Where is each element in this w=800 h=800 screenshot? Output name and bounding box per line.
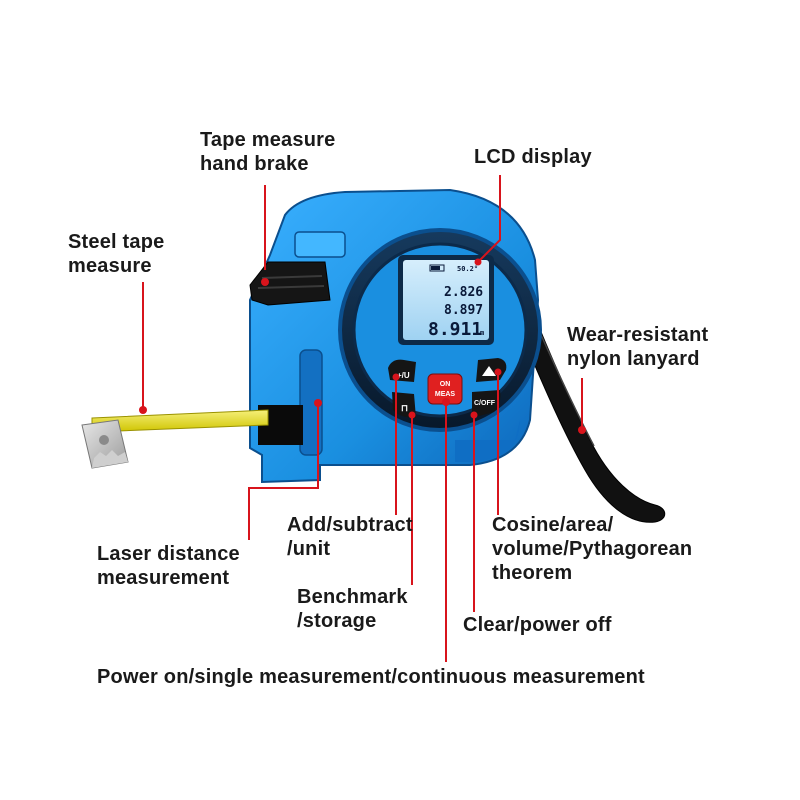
lcd-line-1: 2.826 bbox=[444, 285, 483, 300]
label-add-subtract: Add/subtract /unit bbox=[287, 514, 413, 560]
label-laser: Laser distance measurement bbox=[97, 543, 240, 589]
clear-off-button[interactable] bbox=[472, 390, 501, 418]
label-cosine: Cosine/area/ volume/Pythagorean theorem bbox=[492, 514, 693, 584]
leader-laser bbox=[248, 403, 319, 540]
leader-lines bbox=[142, 175, 583, 662]
on-meas-label-top: ON bbox=[440, 381, 451, 388]
steel-tape bbox=[81, 409, 269, 469]
triangle-icon bbox=[482, 366, 496, 376]
clear-off-button-label: C/OFF bbox=[474, 400, 496, 407]
benchmark-icon: ⊓ bbox=[401, 403, 408, 413]
label-lanyard: Wear-resistant nylon lanyard bbox=[567, 324, 709, 370]
lcd-line-3: 8.911 bbox=[428, 319, 482, 340]
label-clear-power: Clear/power off bbox=[463, 614, 612, 636]
label-steel-tape: Steel tape measure bbox=[68, 231, 165, 277]
benchmark-button[interactable] bbox=[392, 392, 416, 418]
battery-icon bbox=[429, 264, 445, 272]
leader-dots bbox=[139, 258, 586, 434]
label-lcd-display: LCD display bbox=[474, 146, 592, 168]
on-meas-label-bottom: MEAS bbox=[435, 391, 456, 398]
leader-lcd bbox=[477, 175, 501, 263]
label-power-on: Power on/single measurement/continuous m… bbox=[97, 666, 645, 688]
add-unit-button-label: +/U bbox=[397, 371, 410, 380]
label-benchmark: Benchmark /storage bbox=[297, 586, 408, 632]
hand-brake bbox=[249, 261, 331, 306]
lcd-display: 50.2° 2.826 8.897 8.911 m bbox=[398, 255, 494, 345]
lcd-line-2: 8.897 bbox=[444, 303, 483, 318]
lcd-unit: m bbox=[480, 329, 484, 337]
lcd-status-value: 50.2° bbox=[457, 265, 478, 273]
label-hand-brake: Tape measure hand brake bbox=[200, 129, 336, 175]
